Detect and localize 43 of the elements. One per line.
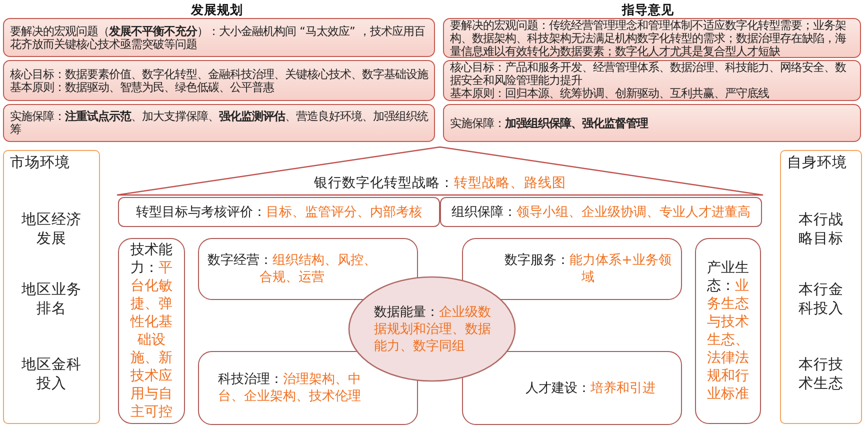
- box-text: 地区金科投入: [20, 356, 82, 394]
- text-panel: [3, 104, 435, 142]
- process-box: [462, 351, 682, 425]
- box-text: 人才建设：培养和引进: [526, 380, 656, 396]
- environment-box: [3, 150, 100, 424]
- box-text: 本行金科投入: [798, 281, 844, 319]
- process-box: [462, 238, 682, 300]
- box-text: 地区经济发展: [20, 211, 82, 249]
- box-text: 地区业务排名: [20, 281, 82, 319]
- process-box: [198, 351, 418, 425]
- column-heading: 发展规划: [191, 2, 243, 19]
- process-box: [118, 238, 185, 424]
- box-text: 本行技术生态: [798, 356, 844, 394]
- panel-text: 核心目标：数据要素价值、数字化转型、金融科技治理、关键核心技术、数字基础设施: [10, 68, 428, 80]
- text-panel: [443, 104, 861, 142]
- box-text: 技术能力：平台化敏捷、弹性化基础设施、新技术应用与自主可控: [129, 241, 174, 421]
- box-text: 转型目标与考核评价：目标、监管评分、内部考核: [136, 204, 422, 220]
- text-panel: [443, 60, 861, 101]
- box-text: 组织保障：领导小组、企业级协调、专业人才进董高: [452, 204, 750, 220]
- panel-text: 实施保障：加强组织保障、强化监督管理: [450, 116, 650, 130]
- box-heading: 市场环境: [10, 154, 70, 173]
- panel-text: 基本原则：数据驱动、智慧为民、绿色低碳、公平普惠: [10, 80, 275, 94]
- text-panel: [3, 18, 435, 57]
- panel-text: 核心目标：产品和服务开发、经营管理体系、数据治理、科技能力、网络安全、数据安全和风险管理能力提升: [450, 61, 847, 87]
- text-panel: [3, 60, 435, 101]
- box-text: 科技治理：治理架构、中台、企业架构、技术伦理: [217, 371, 362, 405]
- process-box: [118, 197, 440, 227]
- panel-text: 要解决的宏观问题（发展不平衡不充分）：大小金融机构间 “马太效应” ，技术应用百花齐放而关键核心技术亟需突破等问题: [10, 24, 426, 50]
- panel-text: 要解决的宏观问题：传统经营管理理念和管理体制不适应数字化转型需要；业务架构、数据架构、科技架构无法满足机构数字化转型的需求；数据治理存在缺陷，海量信息难以有效转化为数据要素；数字化人才尤其是复合型人才短缺: [450, 18, 847, 58]
- box-text: 数字经营：组织结构、风控、合规、运营: [207, 252, 377, 286]
- column-heading: 指导意见: [622, 2, 674, 19]
- node-text: 数据能量：企业级数据规划和治理、数据能力、数字同组: [374, 304, 492, 355]
- box-text: 产业生态：业务生态与技术生态、法律法规和行业标准: [706, 259, 750, 403]
- banner-text: 银行数字化转型战略：转型战略、路线图: [313, 174, 567, 192]
- process-box: [440, 197, 762, 227]
- panel-text: 实施保障：注重试点示范、加大支撑保障、强化监测评估、营造良好环境、加强组织统筹: [10, 110, 428, 136]
- box-text: 本行战略目标: [798, 211, 844, 249]
- process-box: [198, 238, 418, 300]
- panel-text: 基本原则：回归本源、统筹协调、创新驱动、互利共赢、严守底线: [450, 87, 770, 100]
- process-box: [695, 238, 761, 424]
- box-text: 数字服务：能力体系+业务领域: [504, 252, 672, 286]
- environment-box: [780, 150, 862, 424]
- box-heading: 自身环境: [787, 154, 847, 173]
